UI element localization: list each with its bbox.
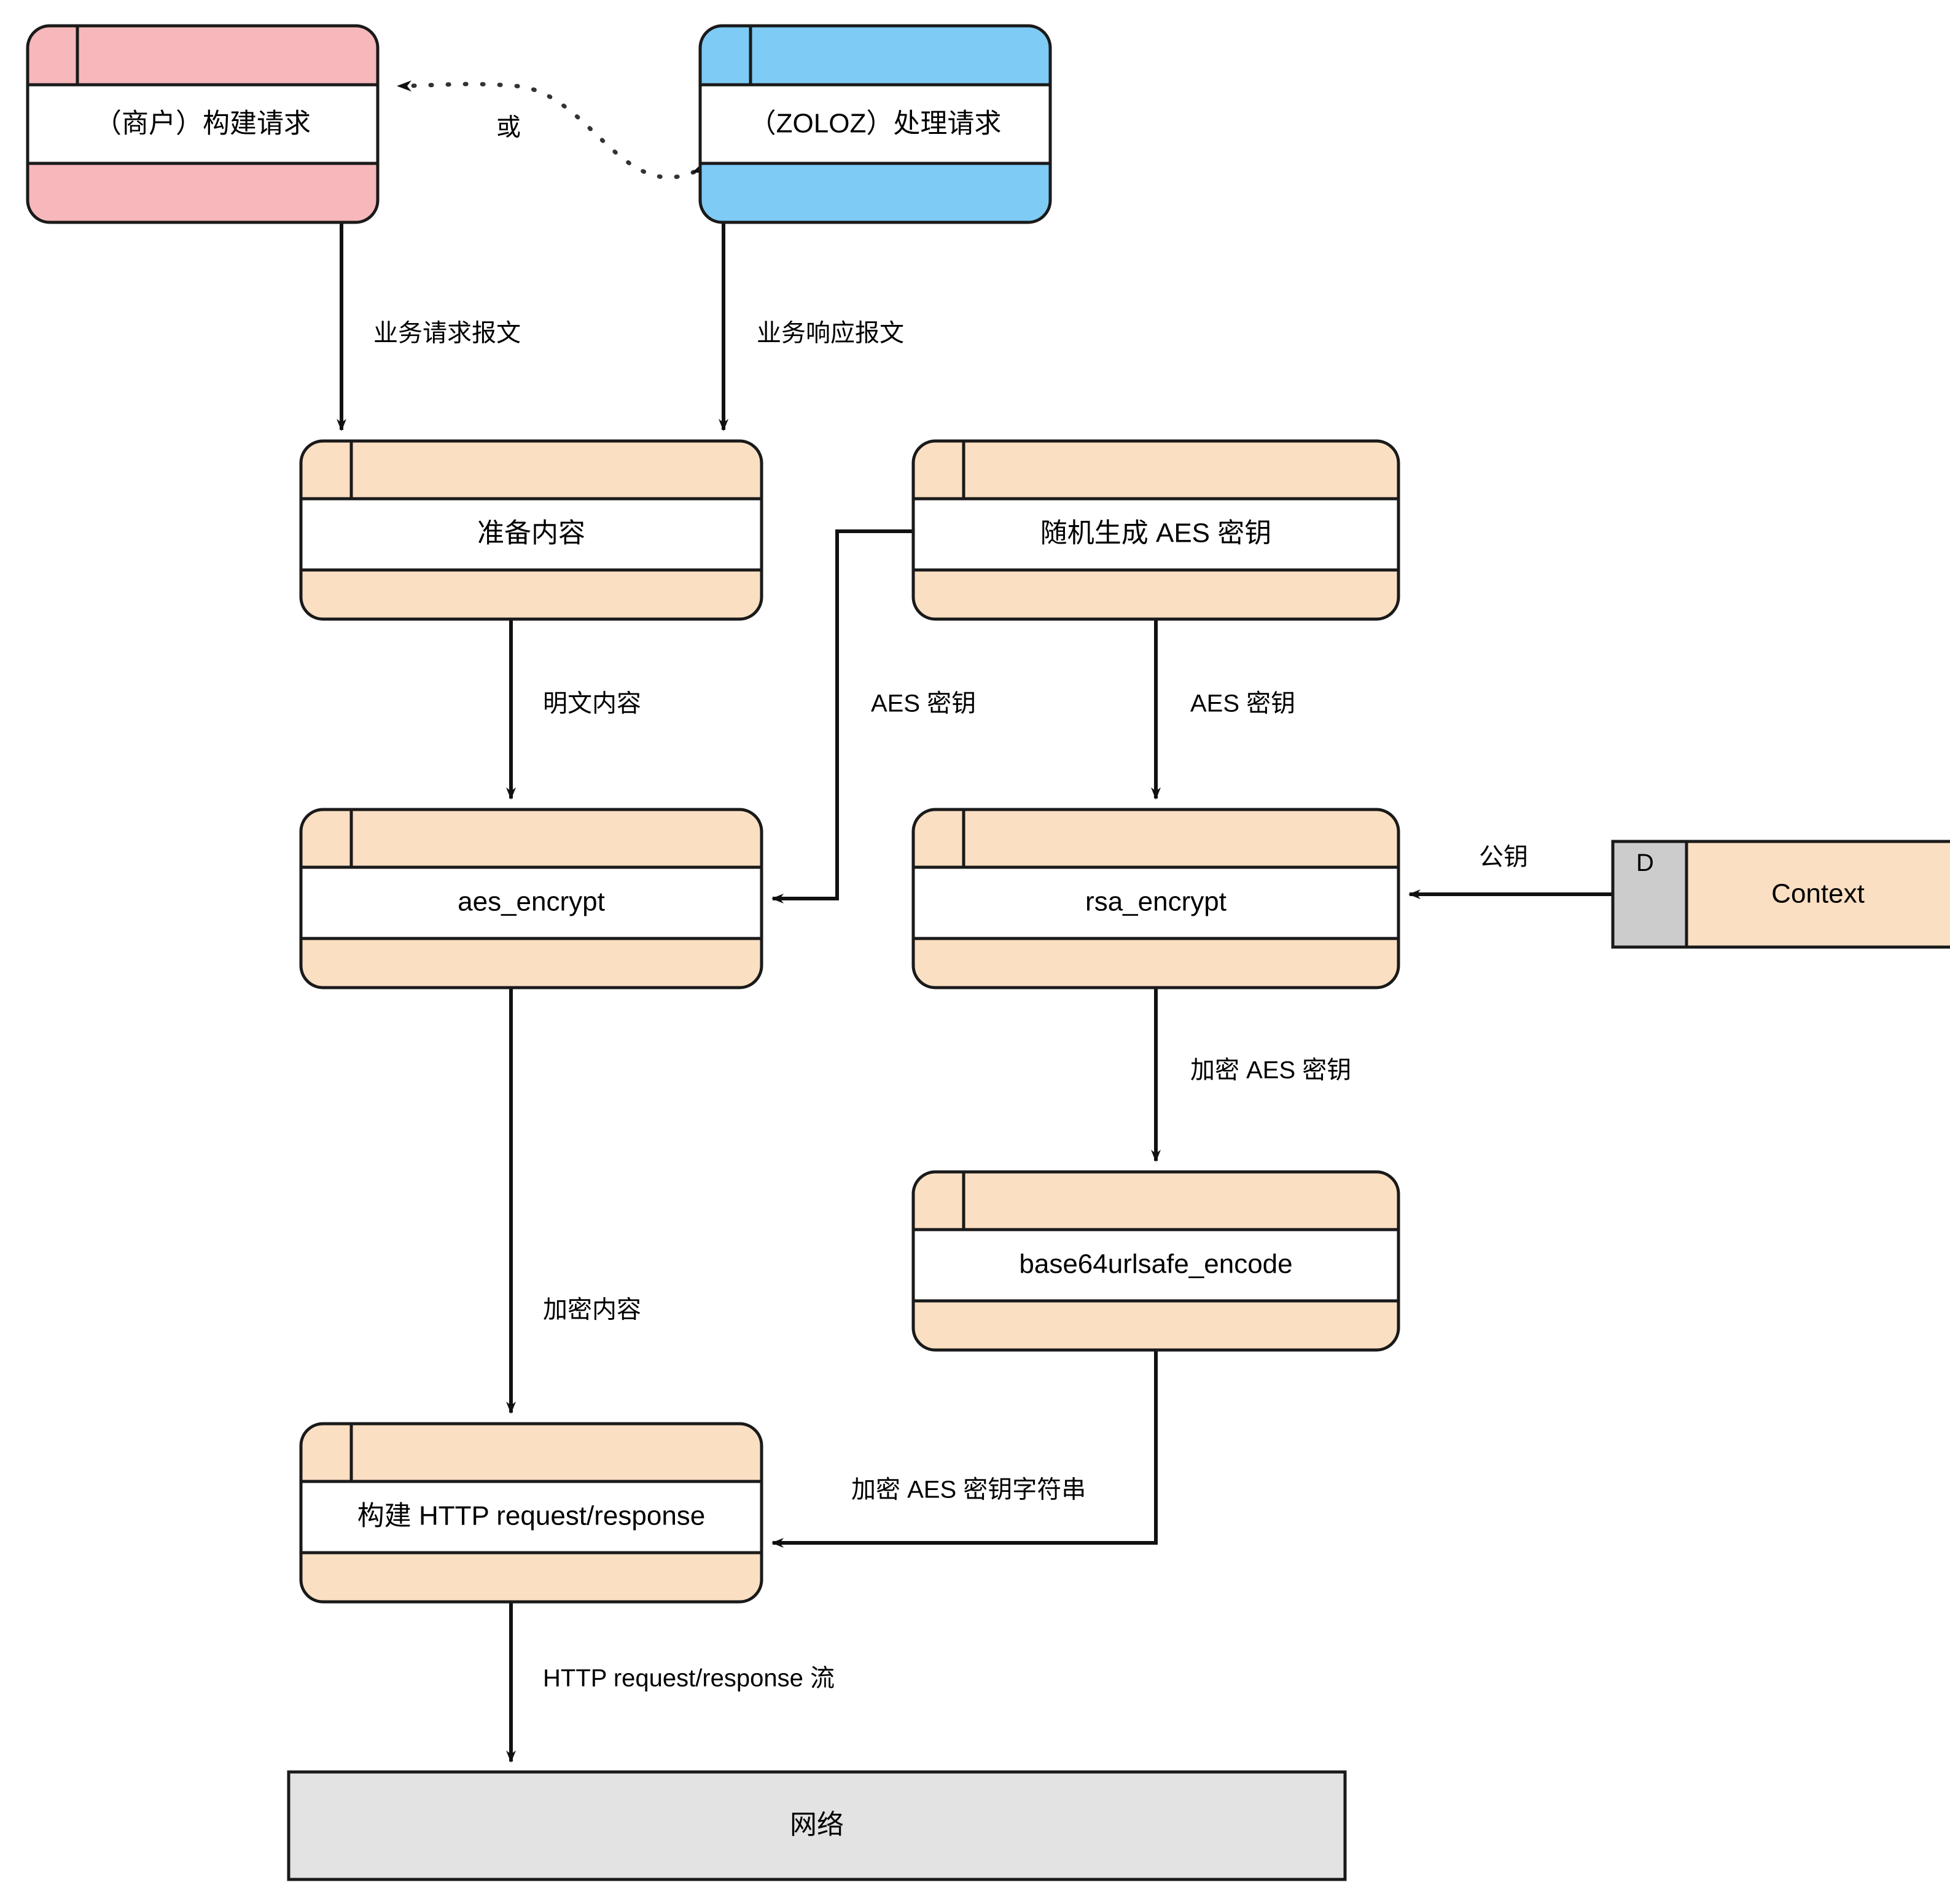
- edge-encrypted-aes-key-string: 加密 AES 密钥字符串: [771, 1350, 1158, 1548]
- edge-encrypted-aes-key-string-label: 加密 AES 密钥字符串: [851, 1477, 1086, 1504]
- node-zoloz-label: （ZOLOZ）处理请求: [749, 109, 1002, 139]
- node-prepare-content[interactable]: 准备内容: [299, 439, 763, 621]
- node-build-http-label: 构建 HTTP request/response: [357, 1501, 706, 1531]
- edge-business-request: 业务请求报文: [337, 222, 521, 431]
- node-generate-aes-key-label: 随机生成 AES 密钥: [1040, 518, 1272, 548]
- node-rsa-encrypt-label: rsa_encrypt: [1085, 887, 1227, 917]
- node-merchant[interactable]: （商户）构建请求: [26, 24, 380, 224]
- edge-aes-key-right-label: AES 密钥: [1190, 690, 1295, 717]
- node-network-label: 网络: [790, 1810, 844, 1840]
- node-merchant-label: （商户）构建请求: [95, 109, 311, 139]
- node-context-datastore[interactable]: D Context: [1611, 840, 1950, 949]
- node-generate-aes-key[interactable]: 随机生成 AES 密钥: [911, 439, 1400, 621]
- edge-aes-key-left-path: [771, 529, 913, 903]
- edge-http-stream: HTTP request/response 流: [506, 1602, 835, 1763]
- edge-plaintext-label: 明文内容: [543, 690, 641, 717]
- node-aes-encrypt[interactable]: aes_encrypt: [299, 808, 763, 989]
- node-aes-encrypt-label: aes_encrypt: [458, 887, 605, 917]
- edge-business-request-label: 业务请求报文: [373, 320, 521, 347]
- edge-http-stream-label: HTTP request/response 流: [543, 1665, 835, 1692]
- node-network[interactable]: 网络: [287, 1770, 1347, 1881]
- node-build-http[interactable]: 构建 HTTP request/response: [299, 1422, 763, 1604]
- edge-aes-key-left: AES 密钥: [771, 529, 976, 903]
- context-tab-label: D: [1636, 849, 1654, 876]
- edge-or: 或: [397, 80, 708, 180]
- node-zoloz[interactable]: （ZOLOZ）处理请求: [698, 24, 1052, 224]
- node-base64urlsafe-encode[interactable]: base64urlsafe_encode: [911, 1170, 1400, 1352]
- edge-encrypted-aes-key-label: 加密 AES 密钥: [1190, 1057, 1351, 1084]
- edge-encrypted-aes-key-string-path: [771, 1350, 1158, 1548]
- node-rsa-encrypt[interactable]: rsa_encrypt: [911, 808, 1400, 989]
- edge-aes-key-left-label: AES 密钥: [871, 690, 976, 717]
- edge-aes-key-right: AES 密钥: [1151, 619, 1295, 800]
- node-context-label: Context: [1771, 879, 1865, 909]
- edge-public-key: 公钥: [1408, 844, 1613, 899]
- edge-business-response-label: 业务响应报文: [757, 320, 904, 347]
- edge-business-response: 业务响应报文: [719, 222, 904, 431]
- edge-encrypted-content: 加密内容: [506, 988, 641, 1414]
- edge-encrypted-content-label: 加密内容: [543, 1297, 641, 1324]
- edge-plaintext: 明文内容: [506, 619, 641, 800]
- edge-or-path: [397, 80, 708, 180]
- edge-public-key-label: 公钥: [1479, 844, 1528, 871]
- node-base64urlsafe-encode-label: base64urlsafe_encode: [1019, 1249, 1292, 1279]
- node-prepare-content-label: 准备内容: [477, 518, 585, 548]
- edge-or-label: 或: [496, 114, 521, 141]
- edge-encrypted-aes-key: 加密 AES 密钥: [1151, 988, 1351, 1162]
